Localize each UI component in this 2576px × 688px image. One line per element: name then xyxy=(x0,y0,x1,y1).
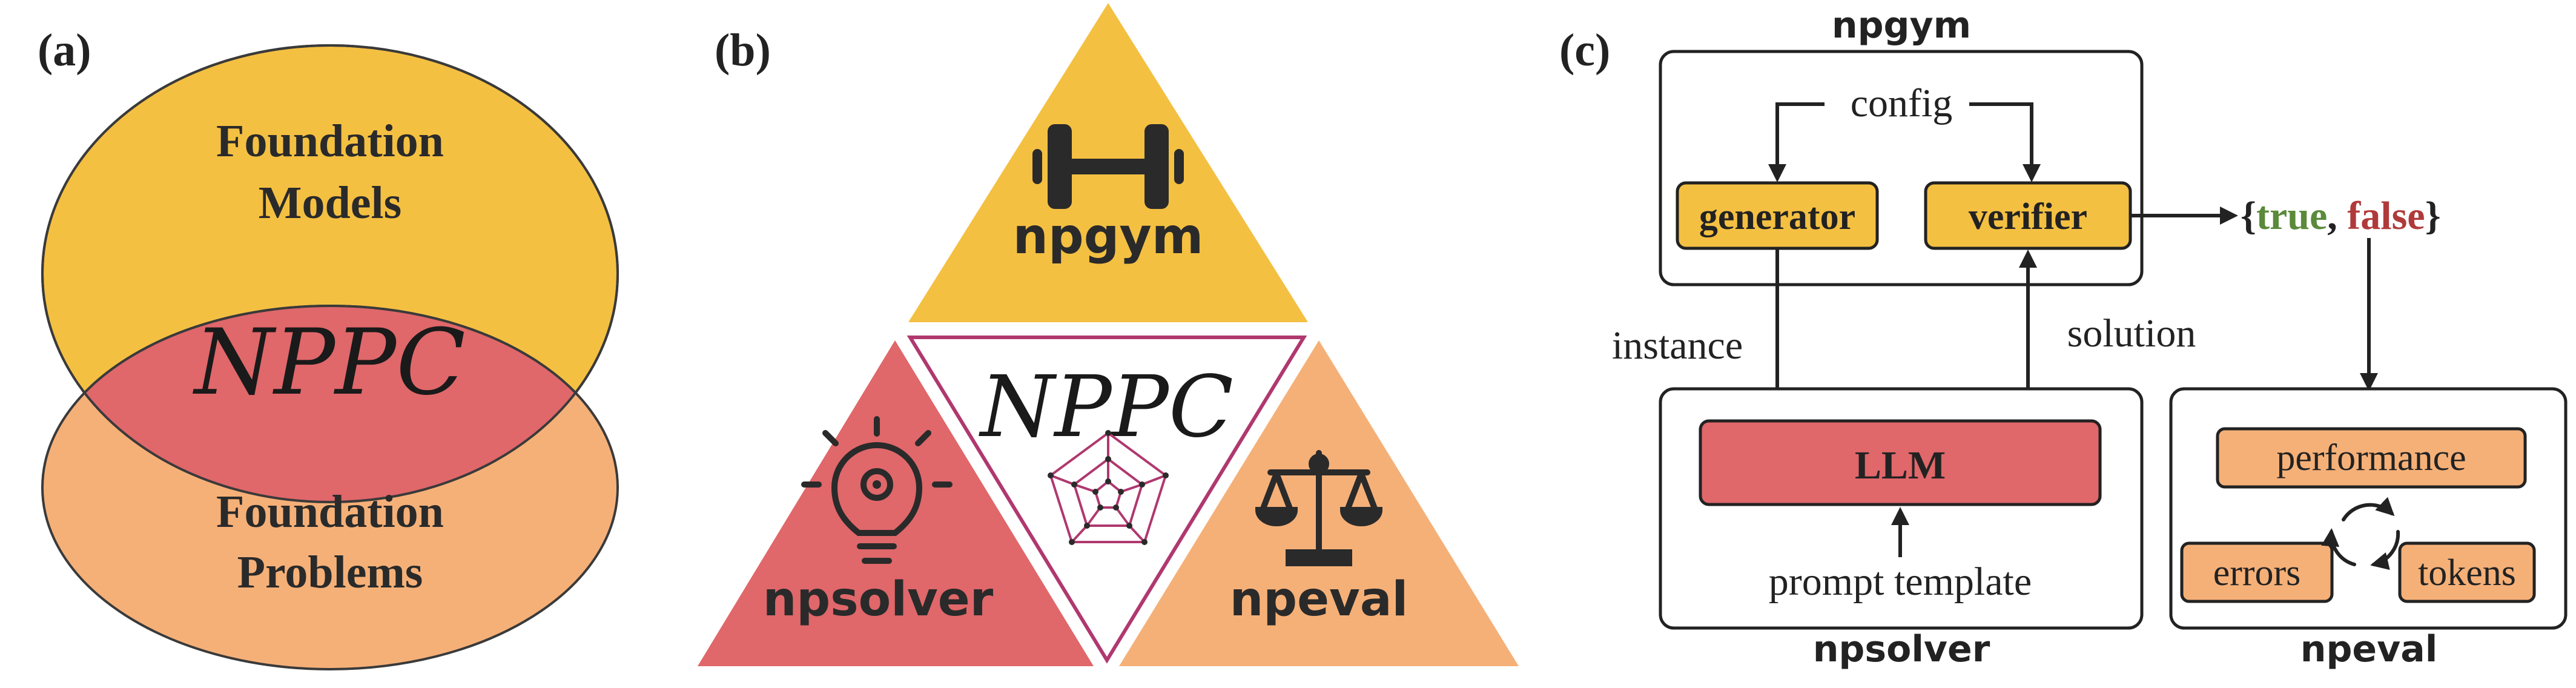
foundation-models-line1: Foundation xyxy=(216,116,444,167)
scales-icon xyxy=(1255,450,1383,566)
performance-box xyxy=(2216,427,2527,489)
panel-b-label: (b) xyxy=(715,25,771,76)
panel-a-label: (a) xyxy=(38,25,91,76)
config-to-generator-arrow xyxy=(1768,102,1825,182)
solution-label: solution xyxy=(2067,311,2196,356)
npsolver-box-title: npsolver xyxy=(1813,628,1990,670)
foundation-models-line2: Models xyxy=(259,177,401,228)
npeval-box-title: npeval xyxy=(2300,628,2438,670)
instance-label: instance xyxy=(1612,323,1743,368)
config-to-verifier-arrow xyxy=(1969,102,2041,182)
nppc-center-text: NPPC xyxy=(979,358,1234,457)
llm-label: LLM xyxy=(1855,443,1946,488)
errors-label: errors xyxy=(2213,552,2301,594)
panel-b: (b) npgym npsolver xyxy=(698,3,1519,666)
config-label: config xyxy=(1851,81,1953,125)
top-circle-outline xyxy=(41,44,619,503)
tokens-box xyxy=(2398,541,2536,603)
npgym-label: npgym xyxy=(1013,208,1204,265)
foundation-problems-line1: Foundation xyxy=(216,486,444,537)
generator-label: generator xyxy=(1699,196,1855,237)
performance-label: performance xyxy=(2276,437,2466,478)
npsolver-triangle xyxy=(698,340,1094,666)
dumbbell-icon xyxy=(1032,124,1184,209)
panel-c-label: (c) xyxy=(1559,25,1610,76)
nppc-center-triangle xyxy=(907,336,1307,664)
panel-c: (c) npgym config generator verifier {tru… xyxy=(1559,4,2568,670)
output-text: {true, false} xyxy=(2241,194,2441,238)
nppc-overlap-text: NPPC xyxy=(193,310,466,415)
npsolver-label: npsolver xyxy=(763,572,994,627)
llm-box xyxy=(1699,419,2102,506)
nppc-overlap xyxy=(42,305,618,502)
tokens-label: tokens xyxy=(2418,552,2516,594)
errors-box xyxy=(2180,541,2334,603)
foundation-problems-line2: Problems xyxy=(237,547,423,598)
graph-nodes xyxy=(1048,430,1169,545)
lightbulb-gear-icon xyxy=(801,416,953,564)
panel-a: (a) Foundation Models NPPC Foundation Pr… xyxy=(38,25,619,670)
npeval-label: npeval xyxy=(1230,572,1408,627)
prompt-template-label: prompt template xyxy=(1769,560,2032,604)
npgym-box-title: npgym xyxy=(1832,4,1971,47)
cycle-icon xyxy=(2321,497,2400,571)
verifier-label: verifier xyxy=(1969,196,2087,237)
